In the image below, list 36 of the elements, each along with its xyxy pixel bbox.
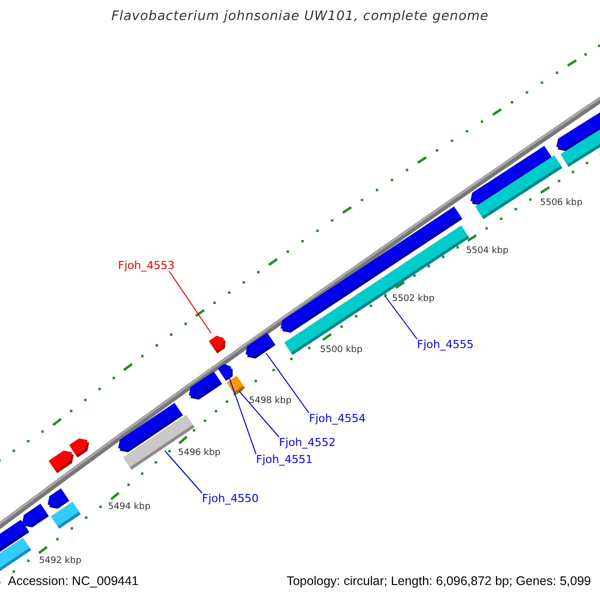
leader-line xyxy=(228,376,256,454)
gene-feature xyxy=(48,450,74,474)
scale-label: 5502 kbp xyxy=(392,294,434,305)
gene-feature xyxy=(22,504,49,528)
gene-label: Fjoh_4550 xyxy=(202,492,259,505)
scale-label: 5492 kbp xyxy=(39,556,82,567)
gene-feature xyxy=(188,372,222,400)
scale-label: 5506 kbp xyxy=(540,198,582,209)
scale-label: 5498 kbp xyxy=(249,396,292,407)
gene-feature xyxy=(218,364,233,381)
scale-label: 5496 kbp xyxy=(178,448,220,459)
gene-label: Fjoh_4552 xyxy=(279,436,336,449)
leader-line xyxy=(266,352,310,414)
leader-line xyxy=(384,296,418,340)
gene-feature xyxy=(226,376,245,395)
footer-text: Accession: NC_009441 xyxy=(8,573,139,589)
gene-feature xyxy=(48,488,70,509)
gene-feature xyxy=(560,128,600,167)
gene-feature xyxy=(69,438,90,458)
gene-feature xyxy=(208,336,226,354)
leader-line xyxy=(238,390,280,438)
scale-label: 5494 kbp xyxy=(108,502,150,513)
footer-text: Topology: circular; Length: 6,096,872 bp; Genes: 5,099 xyxy=(286,573,591,589)
gene-feature xyxy=(50,502,81,529)
gene-feature xyxy=(280,206,462,333)
scale-label: 5500 kbp xyxy=(320,345,362,356)
scale-label: 5504 kbp xyxy=(466,246,508,257)
gene-label: Fjoh_4554 xyxy=(309,412,366,425)
leader-line xyxy=(168,270,212,334)
title: Flavobacterium johnsoniae UW101, complete genome xyxy=(111,8,489,26)
gene-label: Fjoh_4551 xyxy=(256,453,313,466)
leader-line xyxy=(164,450,202,494)
gene-feature xyxy=(246,332,276,358)
gene-label: Fjoh_4555 xyxy=(417,338,474,351)
gene-label: Fjoh_4553 xyxy=(118,259,175,272)
gene-feature xyxy=(475,155,562,220)
